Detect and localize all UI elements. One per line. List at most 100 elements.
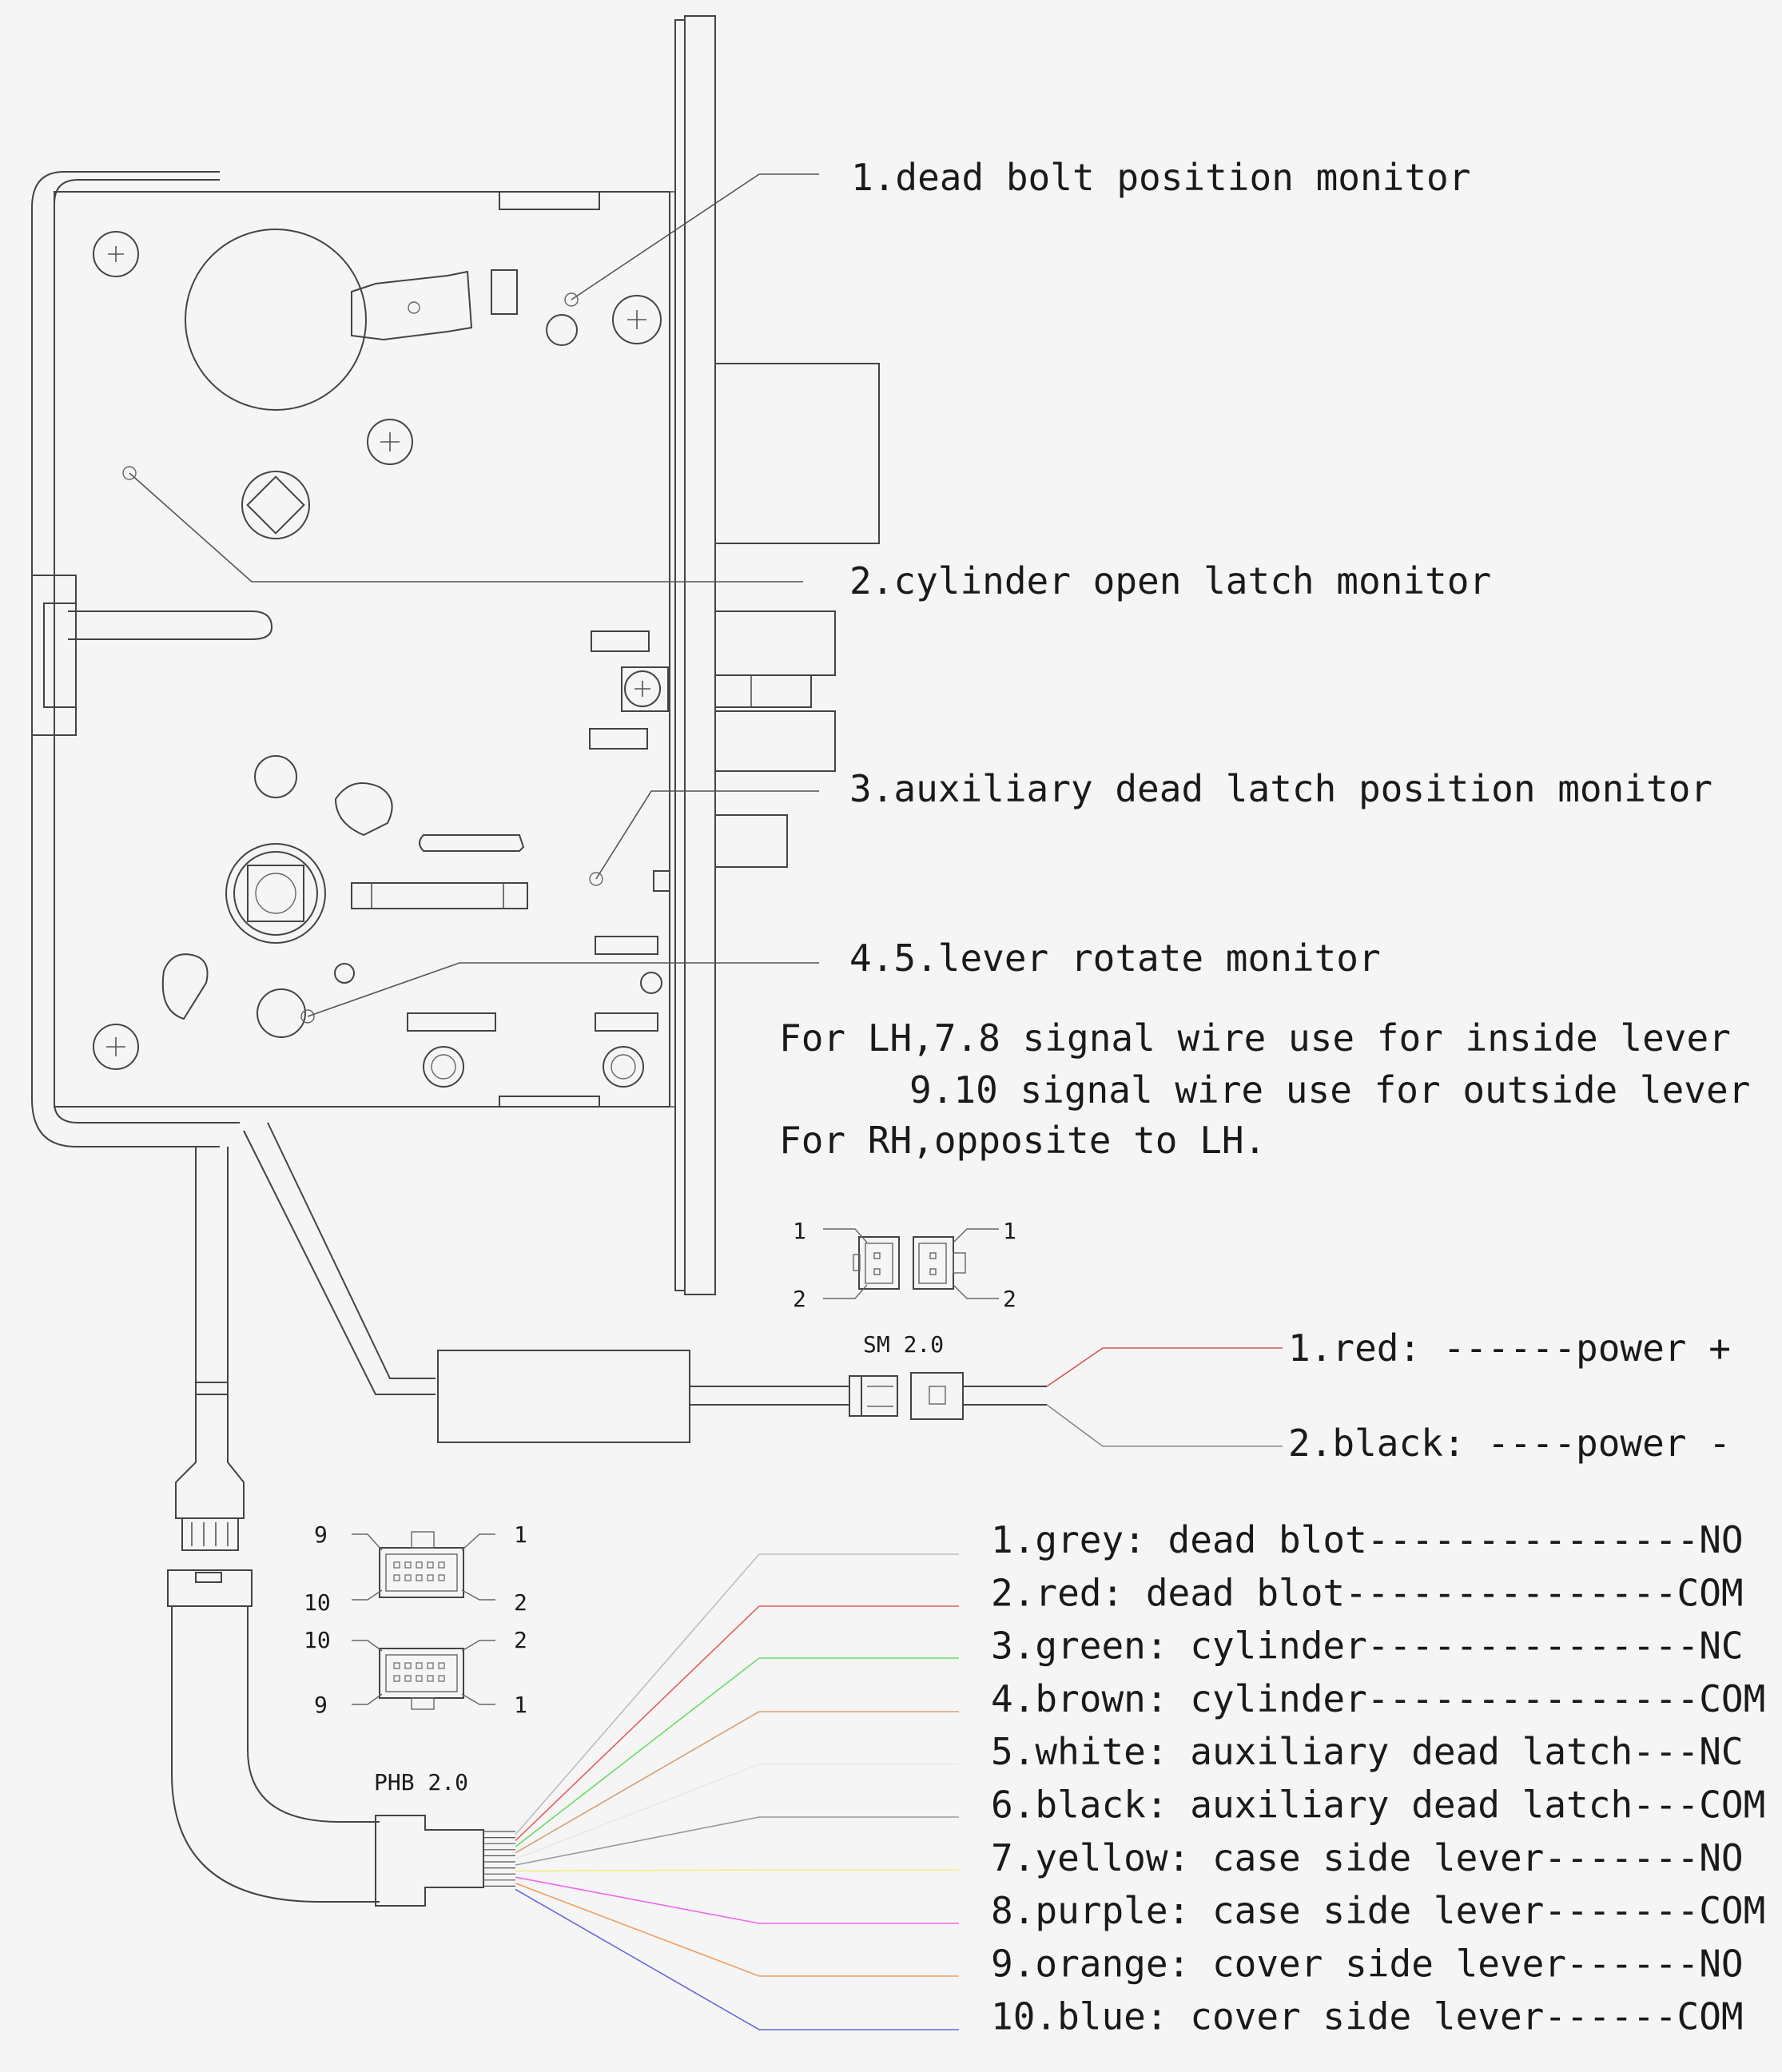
- pin-hole: [393, 1675, 400, 1682]
- phb-socket-top: [379, 1547, 464, 1598]
- lever-sensor: [257, 988, 306, 1038]
- signal-wire: [515, 1883, 959, 1977]
- screw: [93, 1024, 139, 1070]
- note-line-3: For RH,opposite to LH.: [779, 1119, 1266, 1162]
- signal-wire-fanout: [515, 1553, 959, 2030]
- face-plate-inner: [674, 19, 686, 1291]
- sm-pin-label: 2: [1003, 1286, 1016, 1312]
- note-line-1: For LH,7.8 signal wire use for inside le…: [779, 1016, 1731, 1060]
- screw: [93, 231, 139, 277]
- pin-hole: [404, 1675, 412, 1682]
- signal-wire: [515, 1764, 959, 1860]
- leader-1: [571, 173, 819, 300]
- signal-wire-label: 1.grey: dead blot---------------NO: [991, 1518, 1744, 1561]
- lock-body: [31, 15, 880, 1295]
- bolt-sensor: [546, 314, 578, 346]
- pin-hole: [393, 1561, 400, 1569]
- phb-pin-label: 9: [314, 1521, 328, 1548]
- power-wire-red: [1046, 1347, 1283, 1387]
- signal-wire: [515, 1869, 959, 1872]
- phb-pin-label: 2: [514, 1627, 527, 1653]
- pin-hole: [404, 1574, 412, 1581]
- phb-socket-bottom: [379, 1648, 464, 1699]
- phb-pin-label: 1: [514, 1692, 527, 1718]
- top-tab: [499, 191, 600, 210]
- pin-hole: [416, 1675, 423, 1682]
- signal-cable-outer: [171, 1606, 380, 1903]
- sm-connector-label: SM 2.0: [863, 1331, 944, 1358]
- signal-wire: [515, 1816, 959, 1866]
- signal-wire: [515, 1657, 959, 1847]
- leader-45: [307, 962, 819, 1017]
- lever-hub: [225, 843, 326, 944]
- callout-lever-rotate: 4.5.lever rotate monitor: [849, 937, 1381, 980]
- pin-hole: [416, 1574, 423, 1581]
- sm-pin-label: 1: [793, 1218, 806, 1244]
- sm-connector: 1 2 1 2 SM 2.0: [793, 1218, 1047, 1420]
- power-wire-label: 1.red: ------power +: [1288, 1326, 1731, 1370]
- screw: [367, 419, 413, 465]
- pin-hole: [404, 1561, 412, 1569]
- signal-wire-label: 3.green: cylinder---------------NC: [991, 1625, 1744, 1668]
- signal-wire-label: 8.purple: case side lever-------COM: [991, 1889, 1765, 1932]
- pin-hole: [393, 1574, 400, 1581]
- note-line-2: 9.10 signal wire use for outside lever: [909, 1068, 1750, 1112]
- screw: [624, 670, 661, 707]
- pin-hole: [438, 1662, 445, 1669]
- leader-3: [595, 790, 819, 880]
- signal-wire: [515, 1605, 959, 1842]
- signal-housing: [167, 1569, 253, 1607]
- screw: [612, 295, 662, 344]
- phb-pin-label: 9: [314, 1692, 328, 1718]
- latch-top: [714, 610, 836, 676]
- callout-dead-bolt: 1.dead bolt position monitor: [851, 156, 1470, 199]
- leader-2: [129, 472, 803, 583]
- pin-hole: [404, 1662, 412, 1669]
- pin-hole: [427, 1561, 434, 1569]
- sm-pin-label: 1: [1003, 1218, 1016, 1244]
- latch-bottom: [714, 710, 836, 772]
- callout-auxiliary-latch: 3.auxiliary dead latch position monitor: [849, 767, 1712, 810]
- signal-wire-label: 6.black: auxiliary dead latch---COM: [991, 1784, 1765, 1827]
- pin-hole: [438, 1675, 445, 1682]
- phb-connector-label: PHB 2.0: [374, 1769, 468, 1796]
- sm-receptacle: [910, 1372, 964, 1420]
- power-wire-fanout: [1046, 1347, 1283, 1447]
- power-cable: [243, 1130, 436, 1395]
- hub-circle: [185, 229, 367, 411]
- face-plate-outer: [684, 15, 716, 1295]
- cylinder-spindle: [241, 471, 310, 539]
- power-module: [437, 1350, 690, 1443]
- signal-wire-label: 9.orange: cover side lever------NO: [991, 1942, 1744, 1985]
- phb-pin-label: 2: [514, 1589, 527, 1616]
- tail-bar: [68, 610, 273, 640]
- signal-plug: [181, 1517, 239, 1551]
- pin-hole: [427, 1662, 434, 1669]
- pin-hole: [393, 1662, 400, 1669]
- pin-hole: [427, 1574, 434, 1581]
- signal-cable-inner: [247, 1606, 380, 1823]
- case-outer-bracket: [31, 171, 220, 1147]
- phb-pinout: 9 1 10 2 10 2 9 1 PHB 2.0: [304, 1521, 527, 1796]
- signal-wire: [515, 1553, 959, 1835]
- signal-wire: [515, 1876, 959, 1924]
- phb-pin-label: 10: [304, 1589, 331, 1616]
- sm-plug: [861, 1375, 898, 1417]
- power-wire-black: [1046, 1404, 1283, 1447]
- signal-wire-label: 2.red: dead blot---------------COM: [991, 1571, 1744, 1614]
- dead-bolt: [714, 363, 880, 544]
- auxiliary-latch: [714, 814, 788, 868]
- signal-wire-label: 10.blue: cover side lever------COM: [991, 1995, 1744, 2038]
- case-inner-bracket: [54, 179, 240, 1123]
- pin-hole: [416, 1662, 423, 1669]
- switch-block: [491, 269, 518, 315]
- phb-plug: [375, 1815, 484, 1907]
- cables: [167, 1122, 849, 1907]
- callout-leaders: [129, 173, 819, 1017]
- signal-wire-label: 5.white: auxiliary dead latch---NC: [991, 1730, 1744, 1773]
- phb-pin-label: 10: [304, 1627, 331, 1653]
- phb-pin-label: 1: [514, 1521, 527, 1548]
- sm-pin-label: 2: [793, 1286, 806, 1312]
- pin-hole: [427, 1675, 434, 1682]
